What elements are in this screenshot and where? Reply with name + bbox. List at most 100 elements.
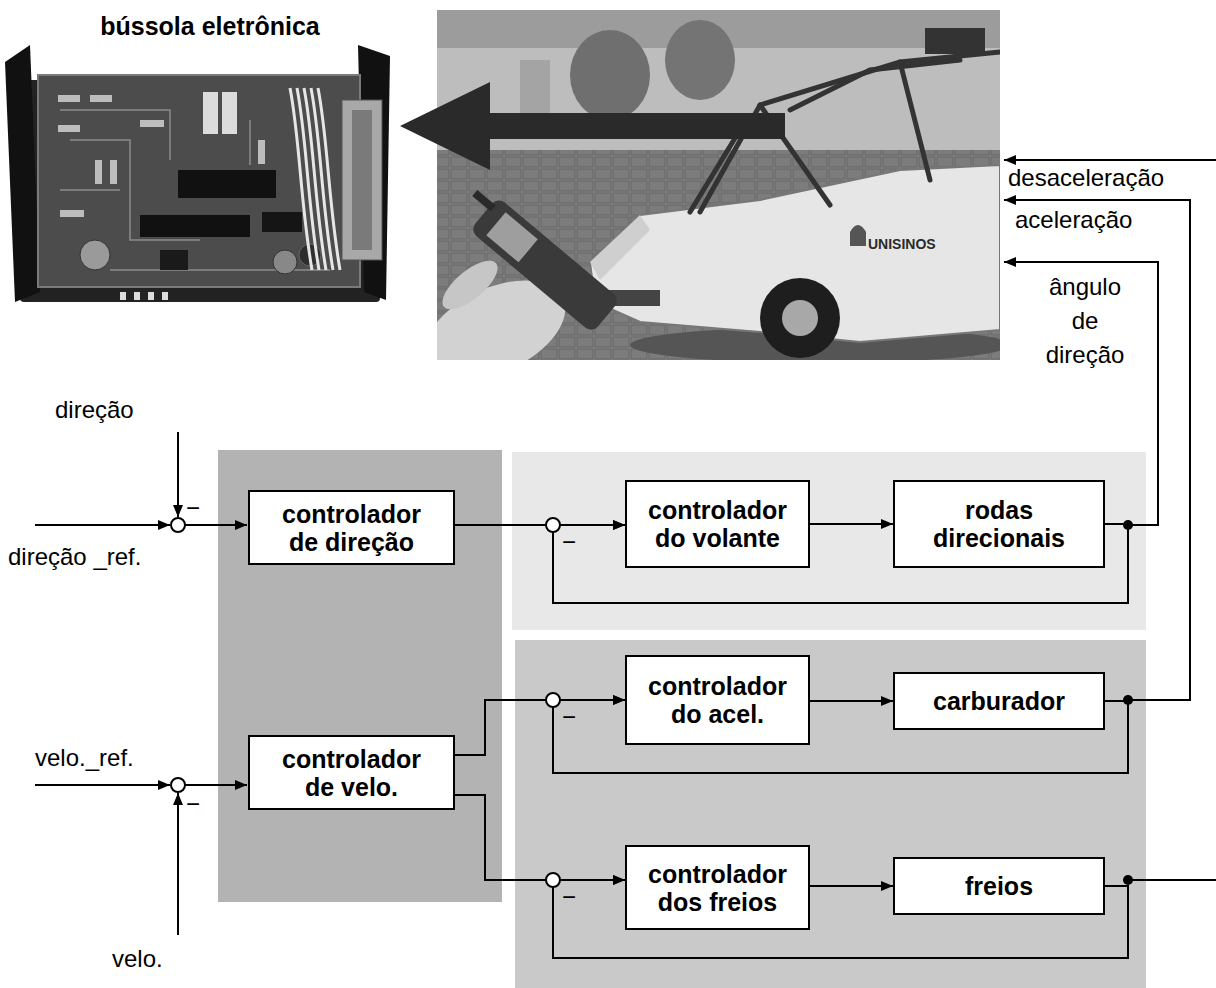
branch-dots (1123, 520, 1133, 885)
minus-sign: − (562, 703, 576, 731)
minus-sign: − (186, 494, 200, 522)
chip (178, 170, 276, 198)
car-nose (590, 215, 650, 280)
tree (665, 20, 735, 100)
process-box: controlador do volante (625, 480, 810, 568)
header-pins (120, 292, 168, 300)
pcb (38, 75, 360, 287)
trace (110, 269, 330, 271)
box-label: carburador (933, 687, 1065, 715)
pin (120, 292, 126, 300)
minus-sign: − (562, 883, 576, 911)
controller-band (218, 450, 502, 902)
process-box: controlador do acel. (625, 655, 810, 745)
phone-screen (486, 212, 537, 262)
vehicle-photo (437, 10, 1000, 360)
phone-body (470, 197, 621, 334)
output-line (1004, 159, 1216, 161)
resistor (60, 210, 84, 217)
summing-junction (171, 778, 185, 792)
box-label: controlador do acel. (645, 672, 790, 728)
chip (262, 212, 302, 232)
regulator (160, 250, 188, 270)
signal-connector (455, 700, 625, 755)
signal-connector (810, 885, 893, 887)
crystal (222, 92, 237, 134)
pin (148, 292, 154, 300)
output-line (1004, 200, 1190, 700)
chip (140, 215, 250, 237)
process-box: controlador dos freios (625, 845, 810, 930)
logo-text: UNISINOS (868, 236, 936, 252)
cage-bar (790, 60, 960, 110)
db-connector-face (352, 110, 372, 250)
signal-label: velo. (112, 945, 163, 973)
speed-band (515, 640, 1146, 988)
ribbon-cable (290, 88, 340, 270)
box-label: controlador do volante (645, 496, 790, 552)
output-line (1128, 879, 1216, 881)
process-box: rodas direcionais (893, 480, 1105, 568)
db-connector (342, 100, 382, 260)
process-box: freios (893, 857, 1105, 915)
phone-antenna (472, 190, 496, 212)
trace (60, 110, 170, 160)
trace (60, 189, 120, 191)
capacitor (80, 240, 110, 270)
minus-sign: − (186, 790, 200, 818)
speed-feedback (177, 793, 179, 935)
signal-label: direção _ref. (8, 543, 141, 571)
process-box: controlador de velo. (248, 735, 455, 810)
resistor (258, 140, 265, 164)
summing-junction (546, 693, 560, 707)
resistor (110, 160, 117, 184)
tree (570, 30, 650, 120)
process-box: carburador (893, 672, 1105, 730)
wheel-hub (782, 300, 818, 336)
capacitor (273, 250, 297, 274)
summing-junction (546, 873, 560, 887)
resistor (140, 120, 164, 127)
box-label: controlador de direção (274, 500, 429, 556)
signal-label: ângulo de direção (1035, 270, 1135, 372)
resistor (95, 160, 102, 184)
trace (249, 120, 251, 165)
signal-lines (35, 160, 1216, 935)
branch-dot (1123, 520, 1133, 530)
roof-device (925, 28, 985, 54)
summing-junctions (171, 518, 560, 887)
pin (134, 292, 140, 300)
signal-connector (455, 795, 625, 880)
steering-band (512, 452, 1146, 630)
minus-sign: − (562, 528, 576, 556)
pin (162, 292, 168, 300)
big-arrow (400, 82, 785, 170)
error-signal (185, 524, 247, 526)
compass-photo (5, 45, 390, 302)
cage-bar (690, 130, 740, 212)
cage-bar (900, 62, 930, 180)
cell-phone (454, 184, 620, 333)
wire (318, 88, 340, 270)
heading-feedback (177, 432, 179, 517)
summing-junction (171, 518, 185, 532)
signal-connector (810, 700, 893, 702)
resistor (58, 125, 80, 132)
signal-label: aceleração (1015, 206, 1132, 234)
pcb-traces (60, 110, 330, 270)
logo-mark (850, 225, 866, 246)
reference-input (35, 524, 170, 526)
signal-label: desaceleração (1008, 164, 1164, 192)
branch-dot (1123, 875, 1133, 885)
car-body (590, 165, 1000, 342)
error-signal (185, 784, 247, 786)
process-box: controlador de direção (248, 490, 455, 565)
summing-junction (546, 518, 560, 532)
thumb (437, 252, 505, 317)
box-label: controlador de velo. (274, 745, 429, 801)
signal-label: direção (55, 396, 134, 424)
resistor (58, 95, 80, 102)
reference-input (35, 784, 170, 786)
box-label: freios (965, 872, 1033, 900)
resistor (90, 95, 112, 102)
